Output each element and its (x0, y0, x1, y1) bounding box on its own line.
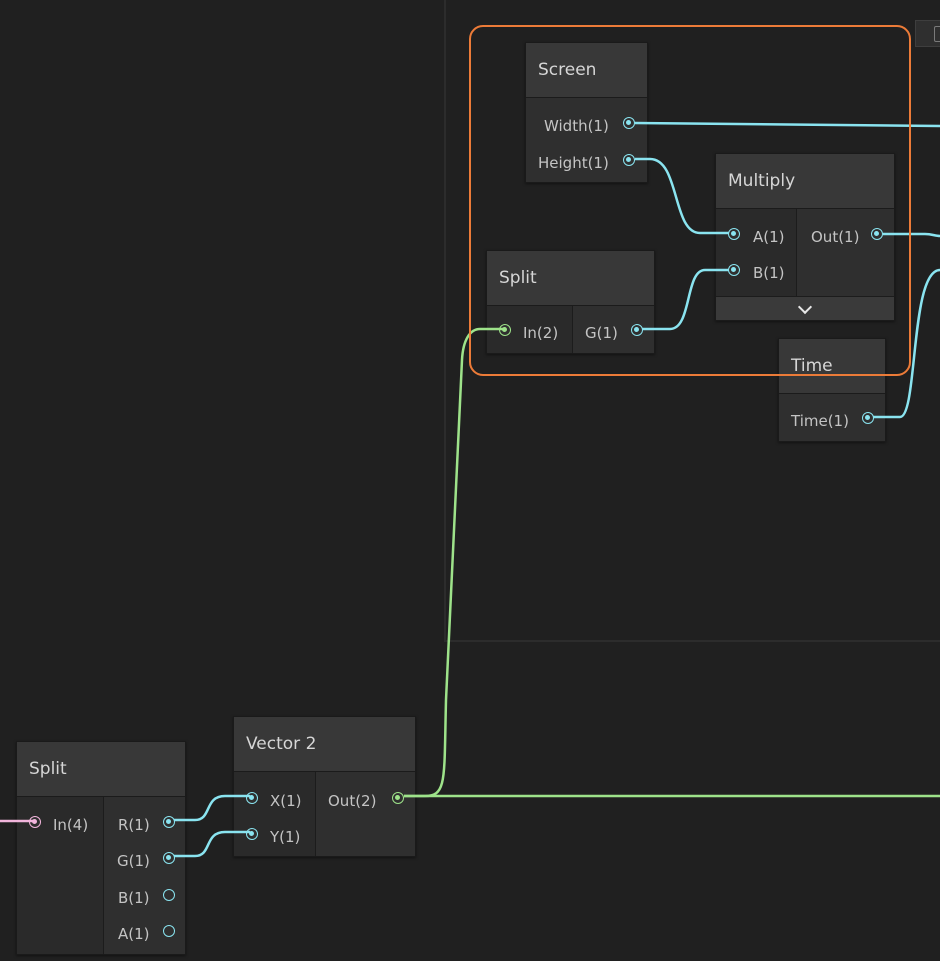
vector2-node[interactable]: Vector 2 X(1) Y(1) Out(2) (233, 716, 416, 857)
node-title: Multiply (716, 154, 894, 209)
input-label-y: Y(1) (270, 828, 301, 846)
split-node-top[interactable]: Split In(2) G(1) (486, 250, 655, 354)
output-label-b: B(1) (118, 889, 150, 907)
input-port-x[interactable] (246, 792, 258, 804)
input-label-in: In(2) (523, 324, 559, 342)
toolbar-toggle[interactable] (915, 20, 940, 47)
output-port-width[interactable] (623, 117, 635, 129)
multiply-node[interactable]: Multiply A(1) B(1) Out(1) (715, 153, 895, 321)
output-label-out: Out(1) (811, 228, 860, 246)
output-label-g: G(1) (117, 852, 150, 870)
split-node-bottom[interactable]: Split In(4) R(1) G(1) B(1) A(1) (16, 741, 186, 955)
output-port-g[interactable] (631, 324, 643, 336)
output-port-out[interactable] (392, 792, 404, 804)
node-title: Screen (526, 43, 647, 98)
time-node[interactable]: Time Time(1) (778, 338, 886, 442)
screen-node[interactable]: Screen Width(1) Height(1) (525, 42, 648, 183)
output-label-time: Time(1) (791, 412, 849, 430)
input-port-in[interactable] (499, 324, 511, 336)
input-label-b: B(1) (753, 264, 785, 282)
input-port-y[interactable] (246, 828, 258, 840)
input-column (716, 209, 797, 296)
input-label-x: X(1) (270, 792, 302, 810)
panel-icon (934, 26, 940, 42)
input-label-in: In(4) (53, 816, 89, 834)
output-label-a: A(1) (118, 925, 150, 943)
group-frame (444, 0, 940, 642)
output-label-r: R(1) (118, 816, 150, 834)
node-title: Split (17, 742, 185, 797)
input-port-in[interactable] (29, 816, 41, 828)
output-port-out[interactable] (871, 228, 883, 240)
node-title: Vector 2 (234, 717, 415, 772)
output-label-out: Out(2) (328, 792, 377, 810)
node-title: Time (779, 339, 885, 394)
expand-node-button[interactable] (716, 296, 894, 320)
chevron-down-icon (797, 299, 813, 315)
output-label-height: Height(1) (538, 154, 609, 172)
input-port-a[interactable] (728, 228, 740, 240)
output-port-b[interactable] (163, 889, 175, 901)
output-label-width: Width(1) (544, 117, 609, 135)
input-port-b[interactable] (728, 264, 740, 276)
output-label-g: G(1) (585, 324, 618, 342)
output-port-r[interactable] (163, 816, 175, 828)
output-port-height[interactable] (623, 154, 635, 166)
output-port-time[interactable] (862, 412, 874, 424)
input-label-a: A(1) (753, 228, 785, 246)
input-column (17, 797, 104, 954)
node-title: Split (487, 251, 654, 306)
output-port-g[interactable] (163, 852, 175, 864)
output-port-a[interactable] (163, 925, 175, 937)
